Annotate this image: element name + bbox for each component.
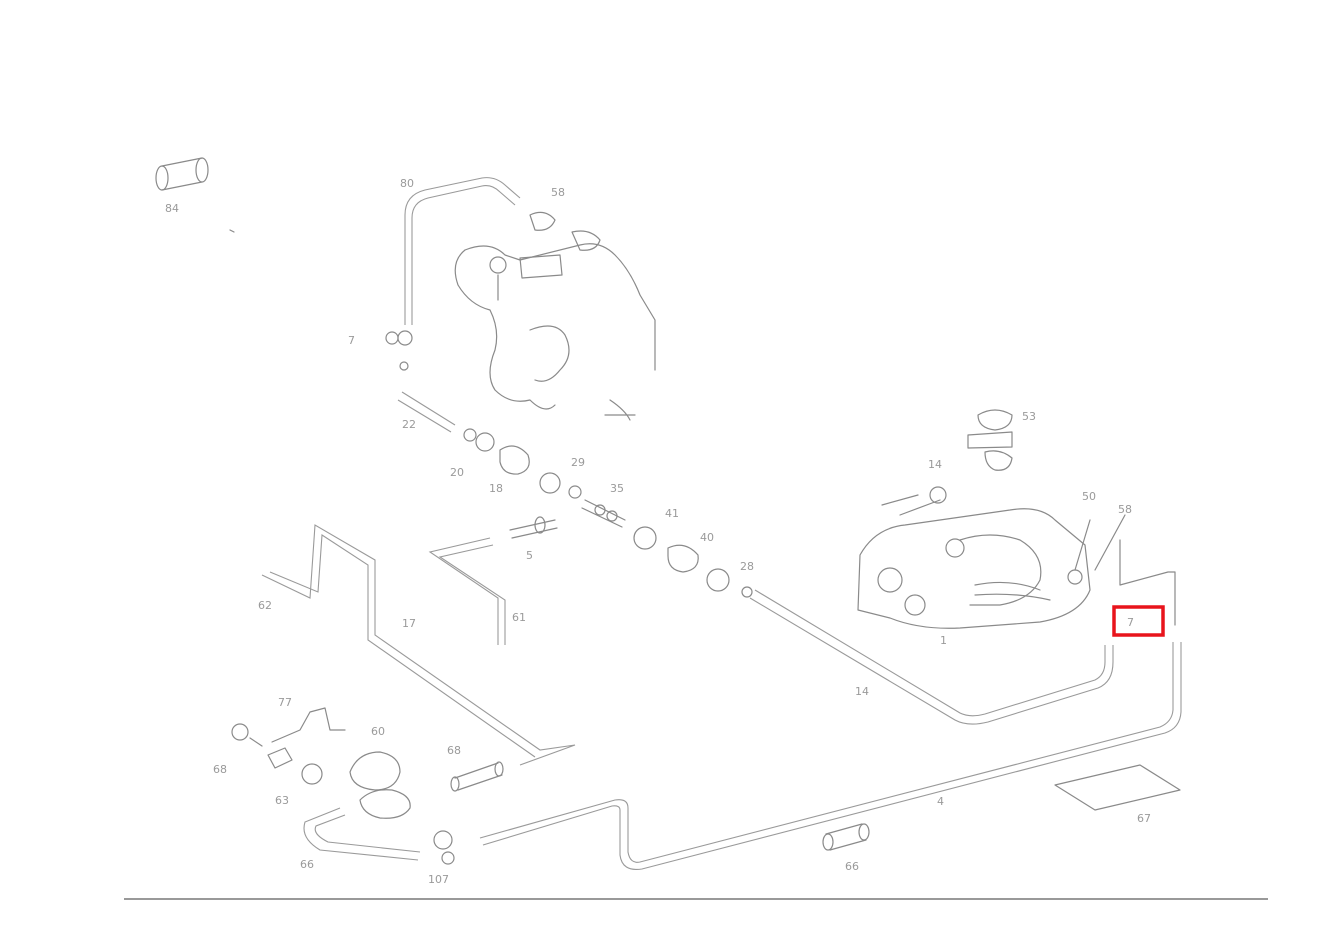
callout-label-highlighted[interactable]: 7 <box>1127 616 1134 629</box>
callout-label[interactable]: 22 <box>402 418 416 431</box>
callout-label[interactable]: 58 <box>551 186 565 199</box>
line-part-62[interactable] <box>261 524 576 766</box>
callout-label[interactable]: 66 <box>845 860 859 873</box>
callout-label[interactable]: 53 <box>1022 410 1036 423</box>
callout-label[interactable]: 4 <box>937 795 944 808</box>
plate-part-66[interactable] <box>1054 764 1181 811</box>
fitting-chain-upper[interactable] <box>463 428 626 528</box>
callout-label[interactable]: 58 <box>1118 503 1132 516</box>
pump-assembly[interactable] <box>454 211 656 421</box>
callout-label[interactable]: 20 <box>450 466 464 479</box>
upper-vacuum-line[interactable] <box>404 177 521 325</box>
callout-label[interactable]: 28 <box>740 560 754 573</box>
fitting-chain-middle[interactable] <box>633 526 753 598</box>
sleeve-part-60[interactable] <box>450 761 504 792</box>
callout-label[interactable]: 50 <box>1082 490 1096 503</box>
sleeve-part-107[interactable] <box>822 823 870 851</box>
vacuum-line-4[interactable] <box>479 642 1182 870</box>
callout-label[interactable]: 18 <box>489 482 503 495</box>
callout-label[interactable]: 62 <box>258 599 272 612</box>
rod-part-7[interactable] <box>397 391 456 433</box>
callout-label[interactable]: 17 <box>402 617 416 630</box>
vacuum-line-1[interactable] <box>749 589 1114 725</box>
sleeve-part-top-left[interactable] <box>155 157 235 233</box>
callout-label[interactable]: 61 <box>512 611 526 624</box>
callout-label[interactable]: 66 <box>300 858 314 871</box>
callout-label[interactable]: 14 <box>855 685 869 698</box>
callout-label[interactable]: 68 <box>213 763 227 776</box>
callout-label[interactable]: 29 <box>571 456 585 469</box>
part-17-fitting[interactable] <box>967 409 1013 471</box>
callout-label[interactable]: 40 <box>700 531 714 544</box>
callout-label[interactable]: 35 <box>610 482 624 495</box>
lower-left-fittings[interactable] <box>231 707 411 819</box>
callout-label[interactable]: 41 <box>665 507 679 520</box>
callout-label[interactable]: 68 <box>447 744 461 757</box>
callout-label[interactable]: 84 <box>165 202 179 215</box>
hose-part-66[interactable] <box>303 807 455 865</box>
callout-label[interactable]: 107 <box>428 873 449 886</box>
callout-label[interactable]: 67 <box>1137 812 1151 825</box>
selection-highlight-box[interactable] <box>1112 605 1165 637</box>
callout-label[interactable]: 1 <box>940 634 947 647</box>
callout-label[interactable]: 80 <box>400 177 414 190</box>
callout-label[interactable]: 77 <box>278 696 292 709</box>
callout-label[interactable]: 60 <box>371 725 385 738</box>
fitting-58-left[interactable] <box>385 330 413 371</box>
callout-label[interactable]: 63 <box>275 794 289 807</box>
actuator-assembly[interactable] <box>857 486 1176 629</box>
callout-labels: 84 80 58 7 22 20 18 29 35 41 40 28 5 61 … <box>165 177 1151 886</box>
callout-label[interactable]: 14 <box>928 458 942 471</box>
callout-label[interactable]: 7 <box>348 334 355 347</box>
callout-label[interactable]: 5 <box>526 549 533 562</box>
line-part-28[interactable] <box>428 516 558 645</box>
